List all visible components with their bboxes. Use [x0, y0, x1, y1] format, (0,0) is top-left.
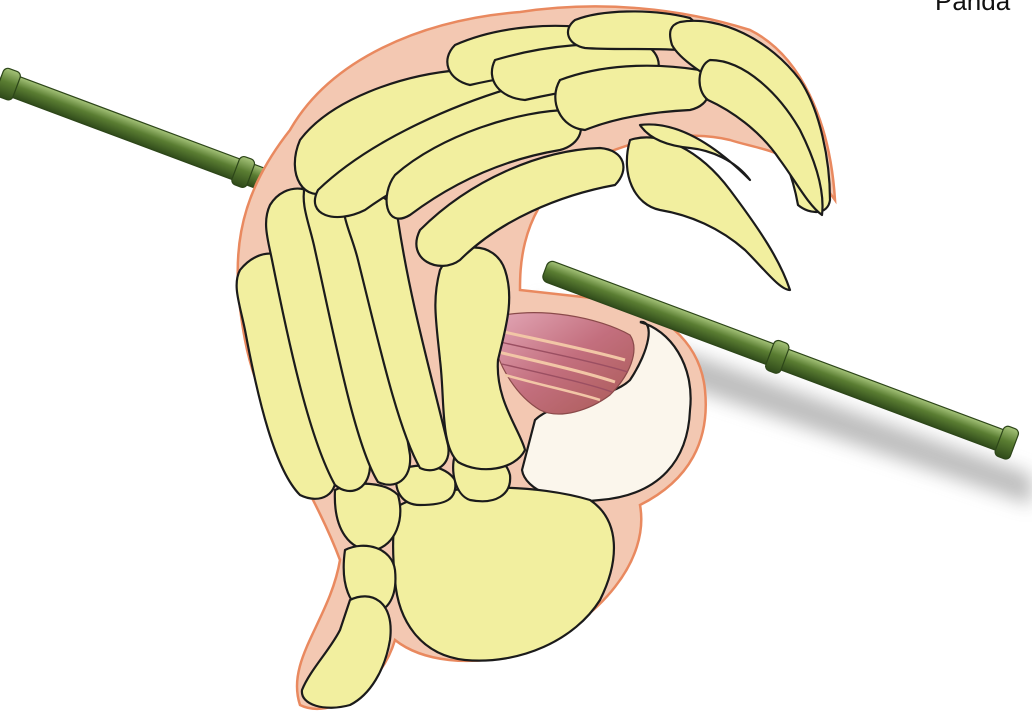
bamboo-stalk — [0, 67, 286, 200]
